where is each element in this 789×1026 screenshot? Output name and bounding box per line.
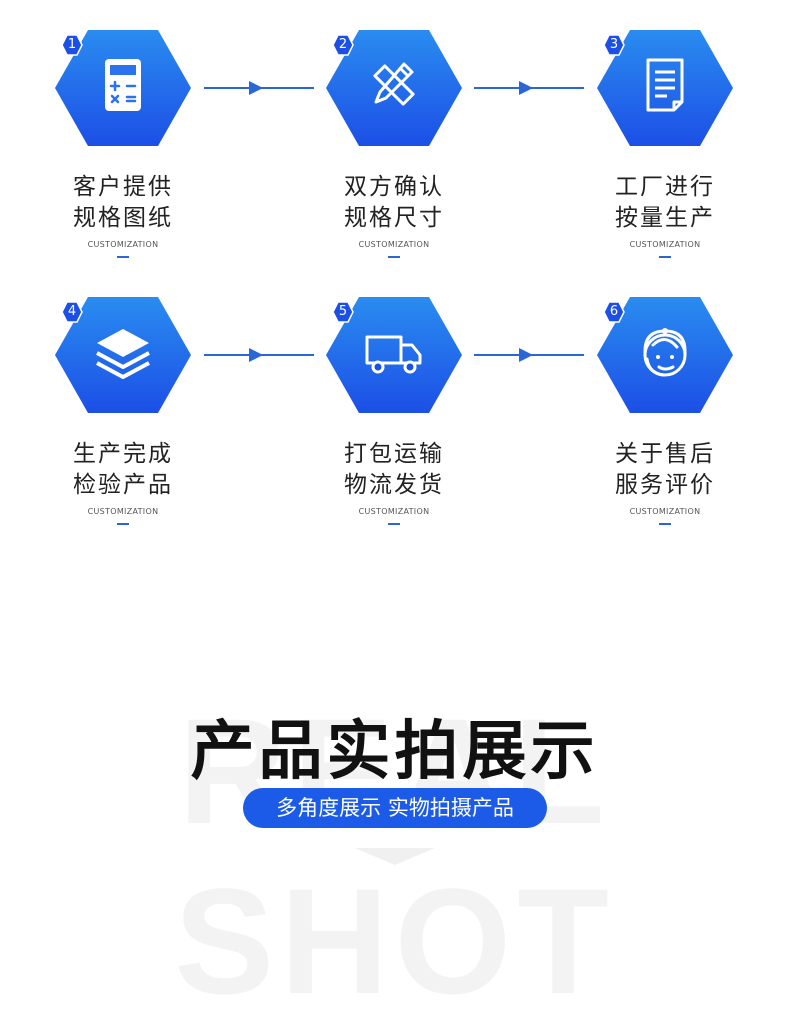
step-number-badge: 5 <box>332 301 354 323</box>
calculator-icon <box>105 59 141 111</box>
arrow-connector <box>204 81 314 95</box>
step-subtitle: CUSTOMIZATION <box>358 507 430 516</box>
layers-icon <box>96 329 150 379</box>
step-number-badge: 3 <box>603 34 625 56</box>
step-1: 1 客户提供规格图纸 CUSTOMIZATION <box>43 28 203 258</box>
step-subtitle: CUSTOMIZATION <box>629 507 701 516</box>
arrow-connector <box>474 81 584 95</box>
step-subtitle: CUSTOMIZATION <box>358 240 430 249</box>
divider <box>659 256 671 258</box>
step-3: 3 工厂进行按量生产 CUSTOMIZATION <box>585 28 745 258</box>
step-subtitle: CUSTOMIZATION <box>87 240 159 249</box>
step-title: 关于售后服务评价 <box>615 441 715 498</box>
chevron-down-icon <box>355 848 435 865</box>
step-title: 客户提供规格图纸 <box>73 174 173 231</box>
step-2: 2 双方确认规格尺寸 CUSTOMIZATION <box>314 28 474 258</box>
step-title: 双方确认规格尺寸 <box>344 174 444 231</box>
step-number-badge: 4 <box>61 301 83 323</box>
step-number-badge: 1 <box>61 34 83 56</box>
hexagon-shape <box>597 297 733 413</box>
step-title: 生产完成检验产品 <box>73 441 173 498</box>
truck-icon <box>365 335 422 374</box>
divider <box>117 523 129 525</box>
section-title: 产品实拍展示 <box>190 715 599 789</box>
step-number-badge: 2 <box>332 34 354 56</box>
hexagon-shape <box>326 297 462 413</box>
divider <box>388 523 400 525</box>
document-icon <box>646 58 684 112</box>
step-title: 打包运输物流发货 <box>344 441 444 498</box>
step-subtitle: CUSTOMIZATION <box>629 240 701 249</box>
step-4: 4 生产完成检验产品 CUSTOMIZATION <box>43 295 203 525</box>
arrow-connector <box>474 348 584 362</box>
divider <box>117 256 129 258</box>
headset-agent-icon <box>643 328 687 377</box>
pencil-ruler-icon <box>373 62 415 106</box>
step-5: 5 打包运输物流发货 CUSTOMIZATION <box>314 295 474 525</box>
divider <box>388 256 400 258</box>
section-subtitle-pill: 多角度展示 实物拍摄产品 <box>243 788 547 828</box>
divider <box>659 523 671 525</box>
arrow-connector <box>204 348 314 362</box>
step-6: 6 关于售后服务评价 CUSTOMIZATION <box>585 295 745 525</box>
step-title: 工厂进行按量生产 <box>615 174 715 231</box>
step-number-badge: 6 <box>603 301 625 323</box>
step-subtitle: CUSTOMIZATION <box>87 507 159 516</box>
